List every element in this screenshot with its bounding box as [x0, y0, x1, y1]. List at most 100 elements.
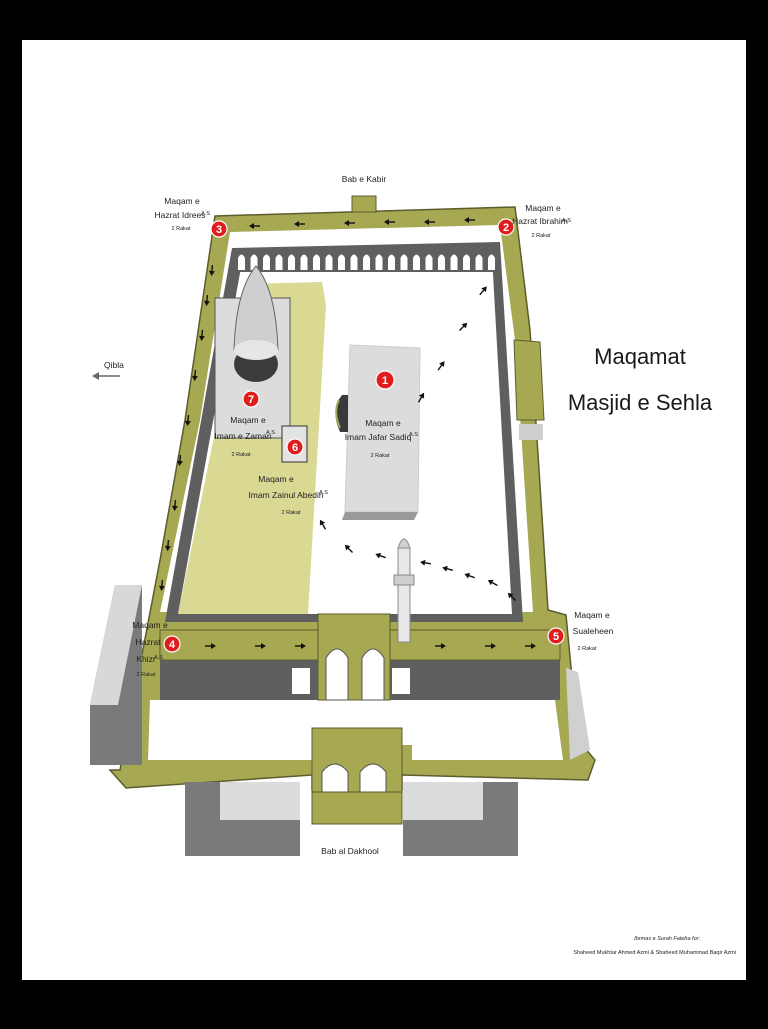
direction-arrow: [485, 643, 496, 649]
marker-1-number: 1: [382, 375, 388, 387]
label-maqam-7: Maqam e Imam e Zaman A.S 2 Rakat: [214, 415, 275, 458]
arch: [300, 254, 308, 270]
direction-arrow: [203, 294, 210, 306]
direction-arrow: [435, 643, 446, 649]
gate-top-label: Bab e Kabir: [342, 174, 387, 184]
arch: [463, 254, 470, 270]
marker-5-number: 5: [553, 631, 559, 643]
arch: [363, 254, 370, 270]
marker-1[interactable]: 1: [375, 370, 395, 390]
svg-text:Imam Jafar Sadiq: Imam Jafar Sadiq: [345, 432, 412, 442]
svg-text:Maqam e: Maqam e: [258, 474, 294, 484]
direction-arrow: [191, 369, 198, 381]
credit-line1: Ibrmas e Surah Fateha for:: [634, 936, 700, 942]
label-maqam-3: Maqam e Hazrat Idrees A.S 2 Rakat: [154, 196, 210, 232]
direction-arrow: [249, 223, 260, 229]
direction-arrow: [464, 217, 475, 223]
marker-3[interactable]: 3: [210, 220, 228, 238]
right-room: [513, 339, 545, 421]
main-gate: [311, 727, 403, 825]
gate-bottom-label: Bab al Dakhool: [321, 846, 379, 856]
direction-arrow: [437, 361, 445, 371]
marker-5[interactable]: 5: [547, 627, 565, 645]
arch: [475, 254, 483, 270]
arch: [338, 254, 345, 270]
minaret: [393, 538, 415, 643]
circuit-arrows: [158, 217, 536, 649]
direction-arrow: [424, 219, 435, 225]
direction-arrow: [458, 322, 468, 332]
marker-7-number: 7: [248, 394, 254, 406]
map-title-line1: Maqamat: [594, 344, 686, 369]
svg-text:Maqam e: Maqam e: [525, 203, 561, 213]
svg-text:A.S: A.S: [154, 655, 163, 661]
direction-arrow: [255, 643, 266, 649]
direction-arrow: [442, 565, 454, 572]
direction-arrow: [184, 414, 191, 426]
svg-text:2 Rakat: 2 Rakat: [532, 233, 551, 239]
direction-arrow: [164, 539, 171, 551]
direction-arrow: [375, 552, 386, 559]
direction-arrow: [205, 643, 216, 649]
svg-text:2 Rakat: 2 Rakat: [282, 510, 301, 516]
top-gate: [351, 195, 377, 213]
arch: [425, 254, 433, 270]
direction-arrow: [344, 544, 354, 554]
qibla-arrow: [92, 372, 120, 380]
shrine-1-platform: [335, 344, 421, 520]
svg-text:A.S: A.S: [409, 432, 418, 438]
direction-arrow: [479, 286, 487, 296]
left-annex-roof: [90, 585, 142, 705]
marker-4[interactable]: 4: [163, 635, 181, 653]
outer-block-right-side: [483, 782, 518, 820]
svg-text:Hazrat Ibrahim: Hazrat Ibrahim: [512, 216, 568, 226]
direction-arrow: [319, 519, 327, 530]
arch: [388, 254, 395, 270]
direction-arrow: [525, 643, 536, 649]
arch: [438, 254, 445, 270]
arch: [313, 254, 320, 270]
marker-7[interactable]: 7: [242, 390, 260, 408]
svg-text:2 Rakat: 2 Rakat: [137, 672, 156, 678]
svg-text:Imam Zainul Abedin: Imam Zainul Abedin: [248, 490, 323, 500]
svg-text:Imam e Zaman: Imam e Zaman: [214, 431, 271, 441]
qibla-label: Qibla: [104, 360, 124, 370]
direction-arrow: [176, 454, 183, 466]
svg-text:2 Rakat: 2 Rakat: [578, 646, 597, 652]
marker-3-number: 3: [216, 224, 222, 236]
outer-block-right-front: [403, 820, 518, 856]
arch: [450, 254, 458, 270]
label-maqam-2: Maqam e Hazrat Ibrahim A.S 2 Rakat: [512, 203, 571, 239]
outer-block-left-front: [185, 820, 300, 856]
direction-arrow: [171, 499, 178, 511]
arch: [350, 254, 358, 270]
marker-6[interactable]: 6: [286, 438, 304, 456]
svg-text:A.S: A.S: [266, 430, 275, 436]
direction-arrow: [417, 392, 425, 403]
svg-text:A.S: A.S: [319, 490, 328, 496]
direction-arrow: [384, 219, 395, 225]
marker-6-number: 6: [292, 442, 298, 454]
direction-arrow: [420, 559, 432, 566]
bottom-window-left: [292, 668, 310, 694]
svg-text:Maqam e: Maqam e: [164, 196, 200, 206]
arch: [238, 254, 245, 270]
svg-text:Maqam e: Maqam e: [574, 610, 610, 620]
direction-arrow: [158, 579, 165, 591]
outer-block-left-side: [185, 782, 220, 820]
credit-line2: Shaheed Mukhtar Ahmed Azmi & Shaheed Muh…: [573, 950, 736, 956]
direction-arrow: [464, 572, 475, 579]
right-room-door: [519, 424, 543, 440]
arch: [325, 254, 333, 270]
arch: [288, 254, 295, 270]
right-stairs: [566, 668, 590, 760]
svg-text:A.S: A.S: [562, 218, 571, 224]
arch: [488, 254, 495, 270]
marker-2[interactable]: 2: [497, 218, 515, 236]
arcade-arches: [232, 248, 500, 272]
label-maqam-4: Maqam e Hazrat Khizr A.S 2 Rakat: [132, 620, 168, 678]
svg-text:Hazrat: Hazrat: [135, 637, 161, 647]
label-maqam-6: Maqam e Imam Zainul Abedin A.S 2 Rakat: [248, 474, 328, 516]
svg-text:Hazrat Idrees: Hazrat Idrees: [154, 210, 205, 220]
